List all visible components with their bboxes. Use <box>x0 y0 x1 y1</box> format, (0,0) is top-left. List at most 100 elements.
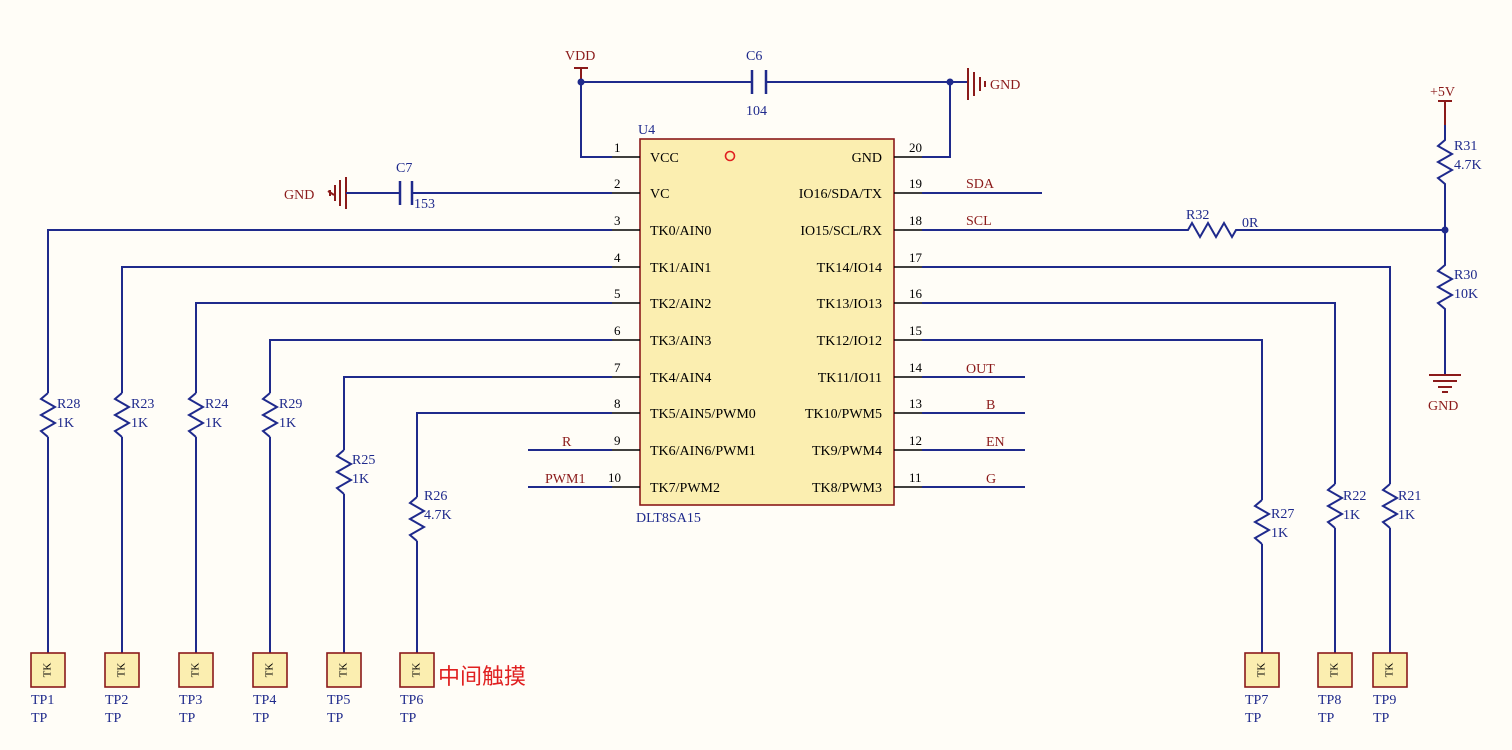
svg-text:TP: TP <box>179 711 196 726</box>
svg-text:TP2: TP2 <box>105 693 128 708</box>
svg-text:TK: TK <box>338 663 350 678</box>
svg-text:TK: TK <box>1329 663 1341 678</box>
pin-name: TK12/IO12 <box>817 334 882 349</box>
channel-tk0: R28 1K <box>38 229 612 653</box>
svg-text:TP: TP <box>400 711 417 726</box>
svg-text:0R: 0R <box>1242 216 1259 231</box>
pin-name: TK10/PWM5 <box>805 407 882 422</box>
svg-text:TP4: TP4 <box>253 693 276 708</box>
gnd-right-symbol: GND <box>1428 374 1461 414</box>
channel-tk13: R22 1K <box>922 302 1366 653</box>
svg-text:4.7K: 4.7K <box>1454 158 1482 173</box>
pin-name: TK11/IO11 <box>818 371 882 386</box>
en-net: EN <box>922 435 1025 451</box>
svg-text:1K: 1K <box>131 416 148 431</box>
r31-resistor: R31 4.7K <box>1435 125 1482 230</box>
svg-text:TP3: TP3 <box>179 693 202 708</box>
svg-text:TP: TP <box>1245 711 1262 726</box>
svg-text:R25: R25 <box>352 453 375 468</box>
pin-name: TK14/IO14 <box>817 261 882 276</box>
svg-text:TP6: TP6 <box>400 693 423 708</box>
channel-tk2: R24 1K <box>186 302 612 653</box>
svg-text:TP7: TP7 <box>1245 693 1268 708</box>
right-pin-stubs <box>894 156 922 488</box>
pwm1-net: PWM1 <box>528 472 612 488</box>
pin-num: 1 <box>614 140 621 155</box>
pin-num: 11 <box>909 470 922 485</box>
svg-text:TP: TP <box>105 711 122 726</box>
pin-num: 7 <box>614 360 621 375</box>
testpoint-tp6: TK TP6 TP <box>399 652 435 726</box>
right-pin-labels: 20 GND 19 IO16/SDA/TX 18 IO15/SCL/RX 17 … <box>799 140 923 496</box>
svg-text:R24: R24 <box>205 397 228 412</box>
pin-name: TK2/AIN2 <box>650 297 711 312</box>
chip-body <box>639 138 895 506</box>
pin-num: 2 <box>614 176 621 191</box>
svg-text:1K: 1K <box>352 472 369 487</box>
svg-text:104: 104 <box>746 104 767 119</box>
svg-text:TP: TP <box>1318 711 1335 726</box>
channel-tk14: R21 1K <box>922 266 1421 653</box>
pin-num: 20 <box>909 140 922 155</box>
top-wires <box>577 78 968 158</box>
svg-text:TP8: TP8 <box>1318 693 1341 708</box>
testpoint-tp1: TK TP1 TP <box>30 652 66 726</box>
pin-num: 13 <box>909 396 922 411</box>
pin-name: TK5/AIN5/PWM0 <box>650 407 756 422</box>
svg-text:1K: 1K <box>1271 526 1288 541</box>
gnd-left-symbol: GND <box>284 177 347 209</box>
svg-text:R22: R22 <box>1343 489 1366 504</box>
c7-capacitor: C7 153 <box>346 161 612 212</box>
svg-text:TK: TK <box>190 663 202 678</box>
channel-tk3: R29 1K <box>260 339 612 653</box>
g-net: G <box>922 472 1025 488</box>
svg-text:SDA: SDA <box>966 177 995 192</box>
testpoint-tp4: TK TP4 TP <box>252 652 288 726</box>
svg-text:R29: R29 <box>279 397 302 412</box>
pin-num: 15 <box>909 323 922 338</box>
pin-num: 12 <box>909 433 922 448</box>
svg-text:TP5: TP5 <box>327 693 350 708</box>
svg-text:4.7K: 4.7K <box>424 508 452 523</box>
sda-net: SDA <box>922 177 1042 194</box>
svg-text:R: R <box>562 435 572 450</box>
pin-name: GND <box>852 151 882 166</box>
svg-text:R21: R21 <box>1398 489 1421 504</box>
svg-text:R27: R27 <box>1271 507 1294 522</box>
svg-text:TP1: TP1 <box>31 693 54 708</box>
svg-text:OUT: OUT <box>966 362 995 377</box>
gnd-top-symbol: GND <box>967 68 1020 100</box>
left-pin-stubs <box>612 156 640 488</box>
pin-name: TK3/AIN3 <box>650 334 711 349</box>
svg-text:TK: TK <box>1256 663 1268 678</box>
chip-part: DLT8SA15 <box>636 511 701 526</box>
channel-tk1: R23 1K <box>112 266 612 653</box>
svg-text:C7: C7 <box>396 161 412 176</box>
svg-text:153: 153 <box>414 197 435 212</box>
plus5v-symbol: +5V <box>1430 85 1455 125</box>
left-pin-labels: 1 VCC 2 VC 3 TK0/AIN0 4 TK1/AIN1 5 TK2/A… <box>608 140 756 496</box>
svg-text:TK: TK <box>116 663 128 678</box>
svg-text:TP: TP <box>1373 711 1390 726</box>
svg-text:GND: GND <box>284 188 314 203</box>
pin-name: TK9/PWM4 <box>812 444 882 459</box>
svg-text:R30: R30 <box>1454 268 1477 283</box>
scl-net: SCL R32 0R <box>922 208 1449 240</box>
c6-capacitor: C6 104 <box>746 49 768 119</box>
pin-num: 5 <box>614 286 621 301</box>
svg-text:SCL: SCL <box>966 214 992 229</box>
svg-text:TP: TP <box>253 711 270 726</box>
pin-name: TK8/PWM3 <box>812 481 882 496</box>
svg-text:R26: R26 <box>424 489 447 504</box>
svg-text:R32: R32 <box>1186 208 1209 223</box>
pin-num: 4 <box>614 250 621 265</box>
svg-text:1K: 1K <box>279 416 296 431</box>
pin-num: 14 <box>909 360 923 375</box>
channel-tk4: R25 1K <box>334 376 612 653</box>
svg-text:1K: 1K <box>1398 508 1415 523</box>
out-net: OUT <box>922 362 1025 378</box>
pin-name: VC <box>650 187 669 202</box>
svg-text:1K: 1K <box>57 416 74 431</box>
testpoint-tp7: TK TP7 TP <box>1244 652 1280 726</box>
